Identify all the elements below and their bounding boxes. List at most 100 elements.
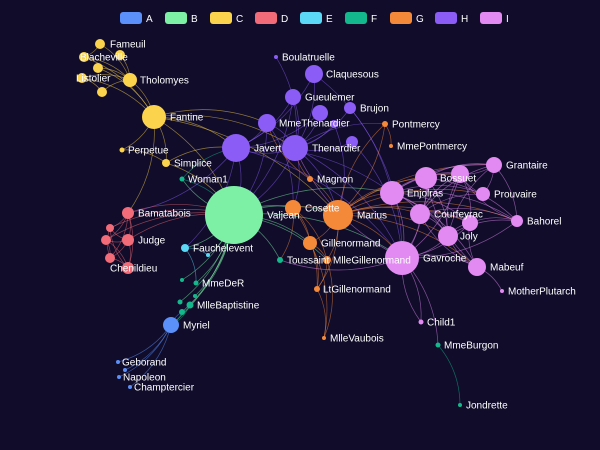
node-label-mmethenardier: MmeThenardier	[279, 119, 350, 130]
node-prouvaire[interactable]	[476, 187, 490, 201]
node-ltgillenormand[interactable]	[314, 286, 320, 292]
node-label-child1: Child1	[427, 318, 456, 329]
node-dahlia[interactable]	[97, 87, 107, 97]
node-label-joly: Joly	[460, 232, 478, 243]
node-magnon[interactable]	[307, 176, 313, 182]
legend-item-a[interactable]: A	[120, 12, 153, 25]
legend-item-i[interactable]: I	[480, 12, 509, 25]
node-tholomyes[interactable]	[123, 73, 137, 87]
node-mllegillenormand[interactable]	[323, 256, 331, 264]
node-listolier[interactable]	[77, 73, 87, 83]
node-favourite[interactable]	[115, 50, 125, 60]
node-mmethenardier[interactable]	[258, 114, 276, 132]
node-mmemagloire[interactable]	[179, 309, 185, 315]
node-fauchelevent[interactable]	[181, 244, 189, 252]
node-simplice[interactable]	[162, 159, 170, 167]
node-bahorel[interactable]	[511, 215, 523, 227]
node-courfeyrac[interactable]	[410, 204, 430, 224]
node-labarre[interactable]	[180, 278, 184, 282]
node-marius[interactable]	[323, 200, 353, 230]
legend-swatch	[480, 12, 502, 24]
node-mmepontmercy[interactable]	[389, 144, 393, 148]
node-gavroche[interactable]	[385, 241, 419, 275]
edge-pontmercy-mmepontmercy	[384, 123, 392, 147]
node-bamatabois[interactable]	[122, 207, 134, 219]
node-layer	[77, 39, 523, 407]
node-jondrette[interactable]	[458, 403, 462, 407]
node-isabeau[interactable]	[193, 294, 197, 298]
node-gervais[interactable]	[177, 299, 183, 305]
node-brujon[interactable]	[344, 102, 356, 114]
node-label-magnon: Magnon	[317, 175, 353, 186]
legend-item-b[interactable]: B	[165, 12, 198, 25]
node-bossuet[interactable]	[415, 167, 437, 189]
node-zephine[interactable]	[93, 63, 103, 73]
legend-item-f[interactable]: F	[345, 12, 377, 25]
legend-label: C	[236, 14, 243, 25]
legend-swatch	[435, 12, 457, 24]
legend-swatch	[345, 12, 367, 24]
node-champmathieu[interactable]	[101, 235, 111, 245]
legend-item-g[interactable]: G	[390, 12, 424, 25]
node-joly[interactable]	[438, 226, 458, 246]
node-mmeder[interactable]	[193, 280, 199, 286]
node-cravatte[interactable]	[123, 368, 127, 372]
node-motherplutarch[interactable]	[500, 289, 504, 293]
node-mllebaptistine[interactable]	[186, 301, 194, 309]
legend-item-h[interactable]: H	[435, 12, 468, 25]
node-claquesous[interactable]	[305, 65, 323, 83]
node-feuilly[interactable]	[462, 215, 478, 231]
node-grantaire[interactable]	[486, 157, 502, 173]
node-gueulemer[interactable]	[285, 89, 301, 105]
node-toussaint[interactable]	[277, 257, 283, 263]
node-chenildieu[interactable]	[122, 262, 134, 274]
node-label-blacheville: Blacheville	[80, 53, 128, 64]
legend-label: B	[191, 14, 198, 25]
node-geborand[interactable]	[116, 360, 120, 364]
node-judge[interactable]	[122, 234, 134, 246]
node-mmeburgon[interactable]	[435, 342, 441, 348]
node-woman1[interactable]	[179, 176, 185, 182]
edge-fantine-marius	[153, 116, 339, 216]
node-montparnasse[interactable]	[346, 136, 358, 148]
node-babet[interactable]	[312, 105, 328, 121]
node-pontmercy[interactable]	[382, 121, 388, 127]
node-javert[interactable]	[222, 134, 250, 162]
node-cochepaille[interactable]	[106, 224, 114, 232]
node-label-fauchelevent: Fauchelevent	[193, 244, 253, 255]
node-napoleon[interactable]	[117, 375, 121, 379]
node-blacheville[interactable]	[79, 52, 89, 62]
node-label-napoleon: Napoleon	[123, 373, 166, 384]
legend-item-c[interactable]: C	[210, 12, 243, 25]
node-valjean[interactable]	[205, 186, 263, 244]
node-child1[interactable]	[418, 319, 424, 325]
node-gribier[interactable]	[206, 253, 210, 257]
node-perpetue[interactable]	[119, 147, 125, 153]
node-boulatruelle[interactable]	[274, 55, 278, 59]
node-fantine[interactable]	[142, 105, 166, 129]
node-anzelma[interactable]	[330, 120, 338, 128]
edge-fantine-bamatabois	[127, 116, 155, 214]
node-thenardier[interactable]	[282, 135, 308, 161]
legend-item-e[interactable]: E	[300, 12, 333, 25]
node-mabeuf[interactable]	[468, 258, 486, 276]
node-label-mmeder: MmeDeR	[202, 279, 244, 290]
node-cosette[interactable]	[285, 200, 301, 216]
edge-thenardier-gavroche	[294, 147, 403, 259]
legend-swatch	[165, 12, 187, 24]
node-brevet[interactable]	[105, 253, 115, 263]
node-enjolras[interactable]	[380, 181, 404, 205]
legend-item-d[interactable]: D	[255, 12, 288, 25]
node-mllevaubois[interactable]	[322, 336, 326, 340]
node-champtercier[interactable]	[128, 385, 132, 389]
legend-label: A	[146, 14, 153, 25]
node-myriel[interactable]	[163, 317, 179, 333]
node-label-prouvaire: Prouvaire	[494, 190, 537, 201]
legend-swatch	[300, 12, 322, 24]
node-combeferre[interactable]	[451, 165, 469, 183]
node-fameuil[interactable]	[95, 39, 105, 49]
node-gillenormand[interactable]	[303, 236, 317, 250]
edge-marius-pontmercy	[337, 123, 386, 216]
